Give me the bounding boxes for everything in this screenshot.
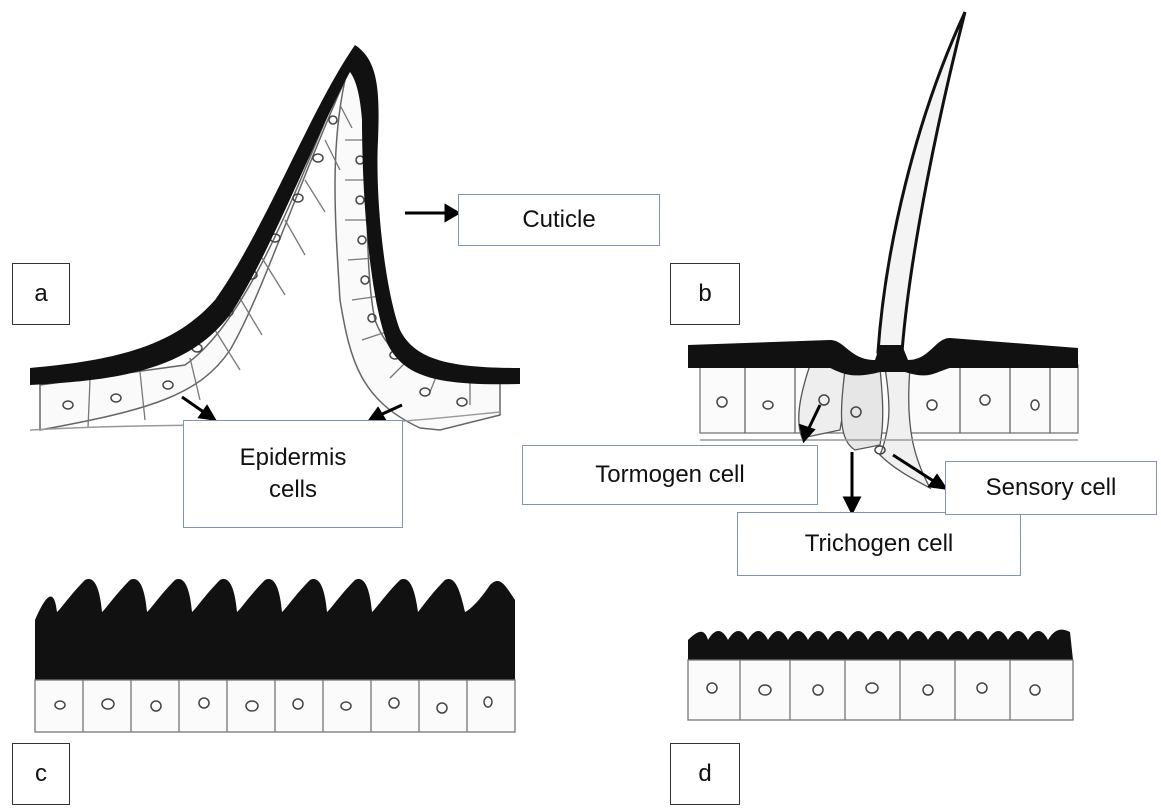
microtrichia-cell-layer xyxy=(688,660,1073,720)
trichogen-cell-label: Trichogen cell xyxy=(737,512,1021,576)
spine-cuticle xyxy=(35,579,515,680)
panel-a-fold xyxy=(30,45,520,430)
microtrichia-cuticle xyxy=(688,630,1073,660)
panel-c-spines xyxy=(35,579,515,732)
panel-d-microtrichia xyxy=(688,630,1073,720)
cuticle-label: Cuticle xyxy=(458,194,660,246)
tormogen-cell-label: Tormogen cell xyxy=(522,445,818,505)
sensory-cell-label: Sensory cell xyxy=(945,461,1157,515)
seta-hair xyxy=(878,12,965,352)
epidermis-label-line2: cells xyxy=(269,474,317,506)
trichogen-cell-shape xyxy=(841,368,882,450)
panel-label-d: d xyxy=(670,743,740,805)
epidermis-cells-label: Epidermis cells xyxy=(183,420,403,528)
panel-b-seta xyxy=(688,12,1078,488)
panel-label-a: a xyxy=(12,263,70,325)
panel-label-b: b xyxy=(670,263,740,325)
epidermis-label-line1: Epidermis xyxy=(240,442,347,474)
panel-label-c: c xyxy=(12,743,70,805)
